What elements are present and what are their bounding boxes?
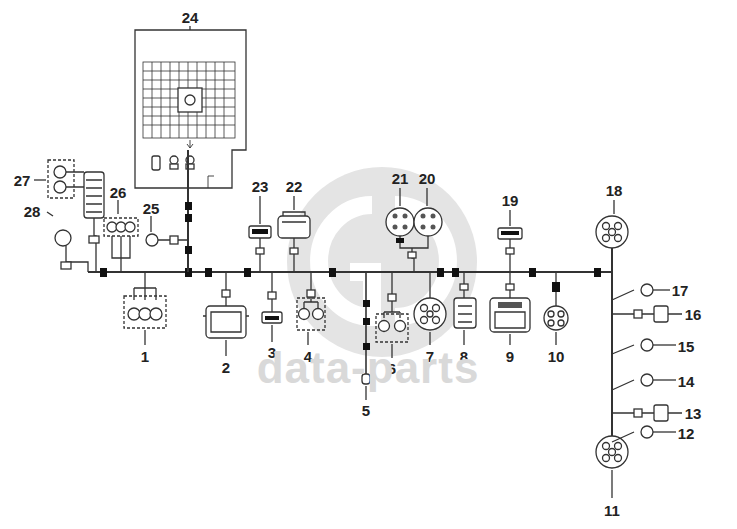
callout-number: 10 <box>548 349 565 364</box>
watermark: data-parts <box>257 346 480 390</box>
callout-number: 11 <box>604 503 620 518</box>
callout-number: 25 <box>143 201 160 216</box>
callout-number: 15 <box>678 339 695 354</box>
callout-number: 16 <box>685 307 702 322</box>
callout-number: 1 <box>141 349 149 364</box>
callout-number: 17 <box>672 283 689 298</box>
callout-number: 26 <box>110 185 127 200</box>
callout-number: 23 <box>252 179 269 194</box>
callout-number: 2 <box>222 360 230 375</box>
callout-number: 13 <box>685 406 702 421</box>
callout-number: 18 <box>606 183 623 198</box>
callout-number: 28 <box>24 204 41 219</box>
callout-number: 27 <box>14 173 31 188</box>
callout-number: 19 <box>502 193 519 208</box>
callout-number: 22 <box>286 179 303 194</box>
callout-number: 24 <box>182 10 199 25</box>
callout-number: 5 <box>362 403 370 418</box>
callout-number: 14 <box>678 374 695 389</box>
watermark-logo <box>287 167 477 357</box>
callout-number: 20 <box>419 171 436 186</box>
callout-number: 9 <box>506 349 514 364</box>
callout-number: 12 <box>678 426 695 441</box>
callout-number: 21 <box>392 171 409 186</box>
